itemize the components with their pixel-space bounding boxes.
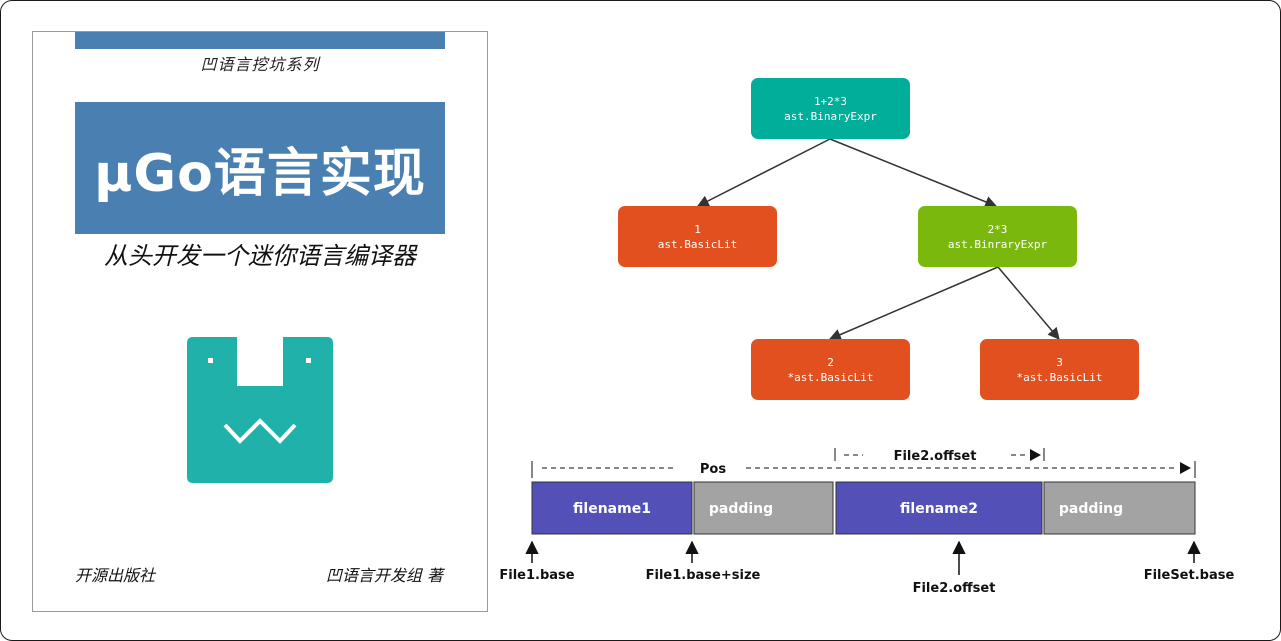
author: 凹语言开发组 著 bbox=[325, 566, 443, 585]
edge-right-rl bbox=[828, 266, 999, 341]
file1-base-label: File1.base bbox=[499, 568, 574, 583]
ast-node-right: 2*3 ast.BinraryExpr bbox=[918, 206, 1077, 267]
svg-text:ast.BasicLit: ast.BasicLit bbox=[658, 238, 737, 251]
svg-text:*ast.BasicLit: *ast.BasicLit bbox=[787, 371, 873, 384]
book-subtitle: 从头开发一个迷你语言编译器 bbox=[104, 242, 416, 270]
pos-range: Pos bbox=[531, 461, 1196, 478]
cover-top-bar bbox=[75, 32, 445, 49]
series-title: 凹语言挖坑系列 bbox=[200, 55, 320, 74]
book-cover: 凹语言挖坑系列 μGo语言实现 从头开发一个迷你语言编译器 开源出版社 凹语言开… bbox=[32, 31, 488, 612]
edge-right-rr bbox=[997, 266, 1060, 340]
ast-node-root: 1+2*3 ast.BinaryExpr bbox=[751, 78, 910, 139]
svg-text:1: 1 bbox=[694, 223, 701, 236]
title-block: μGo语言实现 bbox=[75, 102, 445, 234]
svg-text:*ast.BasicLit: *ast.BasicLit bbox=[1016, 371, 1102, 384]
book-title: μGo语言实现 bbox=[94, 143, 426, 204]
svg-text:padding: padding bbox=[1059, 501, 1123, 517]
svg-text:1+2*3: 1+2*3 bbox=[814, 95, 847, 108]
segment-padding-1: padding bbox=[693, 481, 834, 535]
pos-label: Pos bbox=[700, 462, 726, 477]
svg-text:ast.BinaryExpr: ast.BinaryExpr bbox=[784, 110, 877, 123]
segment-padding-2: padding bbox=[1043, 481, 1196, 535]
file2-offset-range: File2.offset bbox=[834, 448, 1045, 464]
file2-offset-top-label: File2.offset bbox=[894, 449, 977, 464]
segment-filename1: filename1 bbox=[531, 481, 693, 535]
ast-node-rl: 2 *ast.BasicLit bbox=[751, 339, 910, 400]
svg-text:3: 3 bbox=[1056, 356, 1063, 369]
svg-text:2*3: 2*3 bbox=[988, 223, 1008, 236]
publisher: 开源出版社 bbox=[75, 566, 156, 585]
ast-node-left: 1 ast.BasicLit bbox=[618, 206, 777, 267]
svg-text:ast.BinraryExpr: ast.BinraryExpr bbox=[948, 238, 1048, 251]
ast-node-rr: 3 *ast.BasicLit bbox=[980, 339, 1139, 400]
wa-logo-icon bbox=[187, 337, 333, 483]
edge-root-left bbox=[696, 138, 831, 207]
file1-base-size-label: File1.base+size bbox=[646, 568, 761, 583]
fileset-base-label: FileSet.base bbox=[1144, 568, 1235, 583]
segment-filename2: filename2 bbox=[835, 481, 1043, 535]
svg-text:filename2: filename2 bbox=[900, 501, 978, 517]
svg-text:padding: padding bbox=[709, 501, 773, 517]
svg-text:2: 2 bbox=[827, 356, 834, 369]
file2-offset-label: File2.offset bbox=[913, 581, 996, 596]
edge-root-right bbox=[829, 138, 998, 208]
svg-text:filename1: filename1 bbox=[573, 501, 651, 517]
